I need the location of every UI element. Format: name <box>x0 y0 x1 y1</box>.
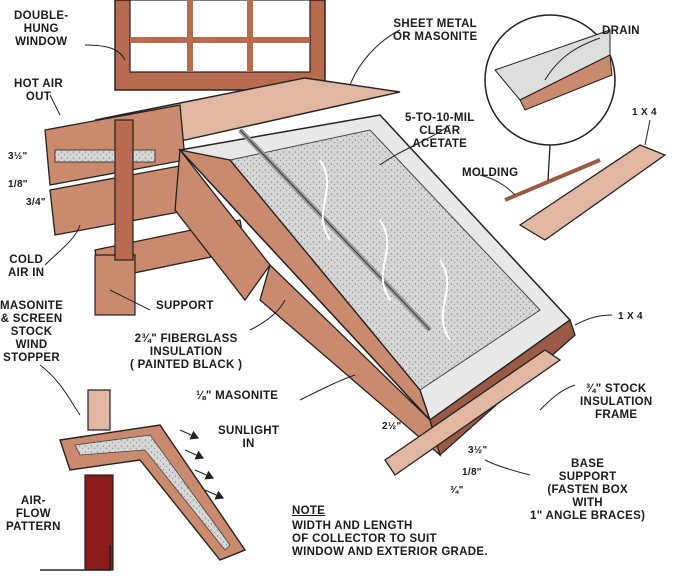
label-dim-1-8: 1/8" <box>8 179 28 190</box>
label-double-hung-window: DOUBLE- HUNG WINDOW <box>14 10 69 48</box>
base-support <box>384 349 562 476</box>
window <box>114 0 326 91</box>
label-masonite-eighth: ⅛" MASONITE <box>196 390 279 402</box>
label-molding: MOLDING <box>462 167 519 179</box>
label-hot-air-out: HOT AIR OUT <box>14 78 63 103</box>
label-dim-3-half-b: 3½" <box>468 445 488 456</box>
label-one-by-four-right: 1 x 4 <box>618 311 643 322</box>
label-sheet-metal: SHEET METAL OR MASONITE <box>393 18 478 43</box>
label-cold-air-in: COLD AIR IN <box>8 254 45 279</box>
leader-lines <box>39 29 651 476</box>
note-title: NOTE <box>292 505 326 517</box>
label-base-support: BASE SUPPORT (FASTEN BOX WITH 1" ANGLE B… <box>530 458 646 522</box>
airflow-inset <box>40 389 247 571</box>
note-text: WIDTH AND LENGTH OF COLLECTOR TO SUIT WI… <box>292 520 488 558</box>
label-support: SUPPORT <box>156 300 214 312</box>
drain-detail <box>484 14 616 181</box>
molding <box>504 158 601 202</box>
label-air-flow: AIR- FLOW PATTERN <box>6 495 61 533</box>
label-acetate: 5-TO-10-MIL CLEAR ACETATE <box>405 112 475 150</box>
label-one-by-four-top: 1 x 4 <box>632 107 657 118</box>
label-insulation-frame: ¾" STOCK INSULATION FRAME <box>580 383 653 421</box>
label-sunlight-in: SUNLIGHT IN <box>218 425 280 450</box>
label-dim-1-8-b: 1/8" <box>462 467 482 478</box>
label-dim-3-half: 3½" <box>8 151 28 162</box>
one-by-four-board <box>518 144 667 241</box>
label-drain: DRAIN <box>602 25 640 37</box>
label-dim-3-4: 3/4" <box>26 197 46 208</box>
label-dim-2-half: 2½" <box>382 421 402 432</box>
label-masonite-stopper: MASONITE & SCREEN STOCK WIND STOPPER <box>0 300 64 364</box>
collector-box <box>174 114 576 457</box>
label-dim-3-4-b: ¾" <box>450 485 464 496</box>
label-fiberglass: 2¾" FIBERGLASS INSULATION ( PAINTED BLAC… <box>130 333 243 371</box>
